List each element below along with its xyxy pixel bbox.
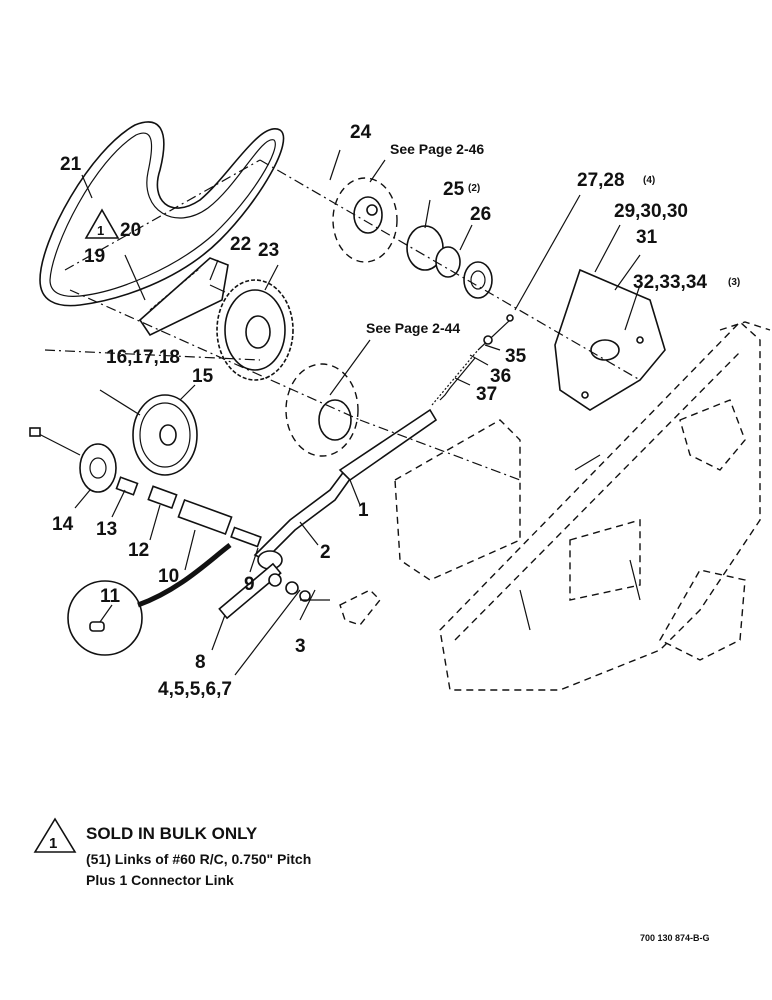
detail-circle (67, 543, 232, 656)
callout-1: 1 (358, 500, 369, 521)
callout-24: 24 (350, 122, 372, 143)
note-line-2: Plus 1 Connector Link (86, 872, 234, 888)
callout-16-18: 16,17,18 (106, 347, 180, 368)
note-line-1: (51) Links of #60 R/C, 0.750" Pitch (86, 851, 312, 867)
frame-plate (394, 321, 771, 691)
callout-9: 9 (244, 574, 255, 595)
callout-25-qty: (2) (468, 183, 480, 194)
bulk-triangle-marker-diagram (84, 208, 120, 239)
callout-31: 31 (636, 227, 658, 248)
callout-25: 25 (443, 179, 465, 200)
chain-guard (138, 257, 229, 337)
idler-pulley (29, 427, 117, 493)
callout-29-30: 29,30,30 (614, 201, 688, 222)
callout-14: 14 (52, 514, 74, 535)
drawing-code: 700 130 874-B-G (640, 933, 710, 943)
upper-sprocket (332, 177, 398, 263)
callout-22: 22 (230, 234, 251, 255)
lower-hardware (218, 562, 381, 626)
callout-27-28-qty: (4) (643, 175, 655, 186)
bulk-triangle-marker-note (33, 817, 77, 853)
clutch-sprocket (285, 363, 359, 457)
callout-32-34: 32,33,34 (633, 272, 707, 293)
callout-32-34-qty: (3) (728, 277, 740, 288)
callout-35: 35 (505, 346, 527, 367)
pulley (132, 394, 198, 476)
bearing-assembly (406, 225, 493, 299)
triangle-marker-number: 1 (97, 223, 104, 238)
callout-23: 23 (258, 240, 279, 261)
leader-lines (44, 149, 641, 676)
callout-4-7: 4,5,5,6,7 (158, 679, 232, 700)
bearing-plate (554, 268, 666, 411)
callout-37: 37 (476, 384, 497, 405)
callout-11: 11 (100, 586, 121, 607)
callout-3: 3 (295, 636, 306, 657)
see-page-2-44-label: See Page 2-44 (366, 320, 460, 336)
callout-12: 12 (128, 540, 149, 561)
callout-10: 10 (158, 566, 179, 587)
note-marker-number: 1 (49, 835, 57, 852)
callout-13: 13 (96, 519, 117, 540)
note-title: SOLD IN BULK ONLY (86, 824, 258, 843)
callout-20: 20 (120, 220, 141, 241)
idler-shaft-parts (115, 476, 262, 548)
callout-2: 2 (320, 542, 331, 563)
large-sprocket (216, 279, 294, 381)
callout-36: 36 (490, 366, 511, 387)
callout-26: 26 (470, 204, 491, 225)
callout-19: 19 (84, 246, 105, 267)
drive-belt (39, 121, 285, 307)
callout-27-28: 27,28 (577, 170, 625, 191)
callout-8: 8 (195, 652, 206, 673)
callout-21: 21 (60, 154, 82, 175)
tension-arm (253, 408, 438, 570)
see-page-2-46-label: See Page 2-46 (390, 141, 484, 157)
callout-15: 15 (192, 366, 214, 387)
